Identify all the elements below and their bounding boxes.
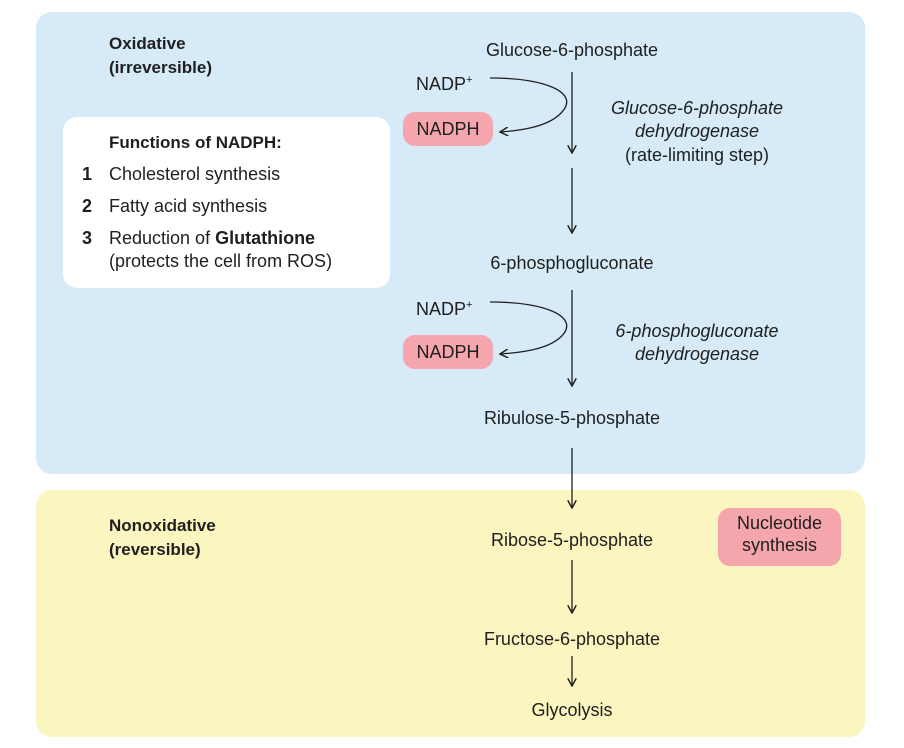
- 6-phosphogluconate-label: 6-phosphogluconate: [490, 253, 654, 273]
- 6pgd-enzyme-name: 6-phosphogluconate: [615, 321, 779, 341]
- fructose-6-phosphate-label: Fructose-6-phosphate: [483, 629, 661, 649]
- nadp-text-1: NADP: [416, 74, 467, 94]
- glucose-6-phosphate-label: Glucose-6-phosphate: [485, 40, 659, 60]
- glycolysis-label: Glycolysis: [531, 700, 613, 720]
- oxidative-sublabel: (irreversible): [109, 58, 212, 77]
- nadp-reduction-arrow-2: [489, 301, 568, 354]
- function-item-1: Cholesterol synthesis: [109, 164, 281, 184]
- g6pd-enzyme-name: Glucose-6-phosphate: [610, 98, 784, 118]
- nonoxidative-label: Nonoxidative: [109, 516, 216, 535]
- function-number-1: 1: [82, 164, 93, 184]
- ribose-5-phosphate-label: Ribose-5-phosphate: [490, 530, 654, 550]
- nadp-plus-label-1: NADP+: [416, 69, 472, 95]
- nadp-charge-2: +: [466, 299, 473, 311]
- function-item-3: Reduction of Glutathione: [109, 227, 315, 249]
- ribulose-5-phosphate-label: Ribulose-5-phosphate: [483, 408, 661, 428]
- nadph-pill-1: NADPH: [403, 112, 493, 146]
- oxidative-label: Oxidative: [109, 34, 186, 53]
- rate-limiting-note: (rate-limiting step): [624, 145, 770, 165]
- 6pgd-enzyme-name-line2: dehydrogenase: [634, 344, 760, 364]
- function-number-2: 2: [82, 196, 93, 216]
- nonoxidative-sublabel: (reversible): [109, 540, 201, 559]
- nadph-functions-box: [63, 117, 390, 288]
- nucleotide-line-2: synthesis: [741, 535, 818, 555]
- function-item-2: Fatty acid synthesis: [109, 196, 268, 216]
- nadp-reduction-arrow-1: [489, 77, 568, 132]
- function-item-3-note: (protects the cell from ROS): [109, 251, 333, 271]
- function-number-3: 3: [82, 228, 93, 248]
- nucleotide-synthesis-pill: Nucleotide synthesis: [718, 508, 841, 566]
- glutathione-label: Glutathione: [215, 228, 316, 248]
- nadp-text-2: NADP: [416, 299, 467, 319]
- nucleotide-line-1: Nucleotide: [736, 513, 823, 533]
- function-item-3-prefix: Reduction of: [109, 228, 216, 248]
- nadp-plus-label-2: NADP+: [416, 294, 472, 320]
- nadp-charge-1: +: [466, 74, 473, 86]
- nadph-functions-title: Functions of NADPH:: [109, 133, 282, 152]
- nadph-pill-2: NADPH: [403, 335, 493, 369]
- g6pd-enzyme-name-line2: dehydrogenase: [634, 121, 760, 141]
